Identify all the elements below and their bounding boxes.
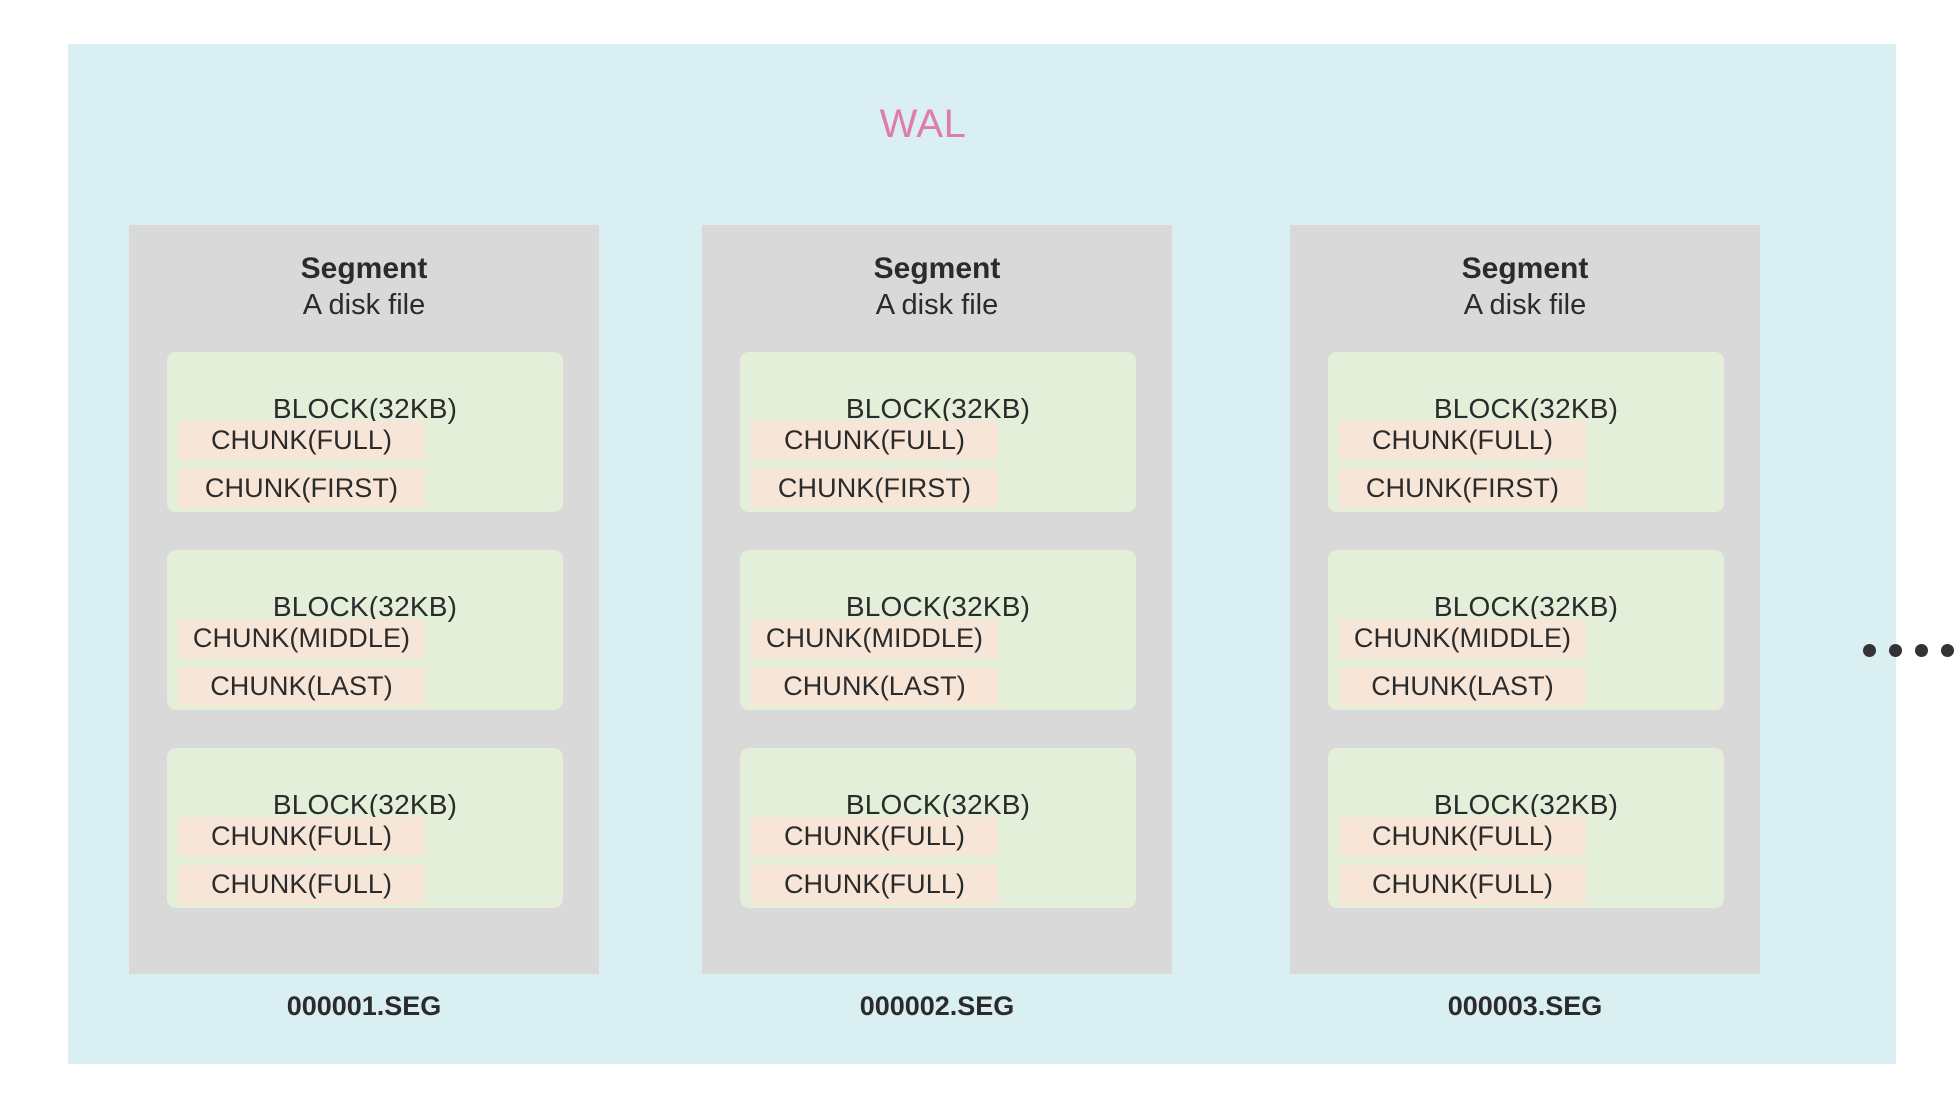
- block[interactable]: BLOCK(32KB)CHUNK(FULL) CHUNK(FIRST): [167, 352, 563, 512]
- ellipsis-dot: [1915, 644, 1928, 657]
- segment-header: Segment A disk file: [1290, 251, 1760, 323]
- chunk[interactable]: CHUNK(FULL): [1339, 421, 1586, 460]
- block-label: BLOCK(32KB): [1433, 789, 1619, 820]
- chunk[interactable]: CHUNK(FULL): [751, 421, 998, 460]
- chunk[interactable]: CHUNK(FULL): [751, 865, 998, 904]
- chunk[interactable]: CHUNK(MIDDLE): [1339, 619, 1586, 658]
- segment-subtitle: A disk file: [1463, 289, 1587, 322]
- chunk[interactable]: CHUNK(FULL): [178, 421, 425, 460]
- chunk[interactable]: CHUNK(MIDDLE): [178, 619, 425, 658]
- block-list: BLOCK(32KB)CHUNK(FULL)CHUNK(FIRST)BLOCK(…: [167, 352, 563, 908]
- chunk[interactable]: CHUNK(FIRST): [751, 469, 998, 508]
- segment-title: Segment: [873, 252, 1001, 285]
- chunk[interactable]: CHUNK(FULL): [1339, 865, 1586, 904]
- segment-header: Segment A disk file: [702, 251, 1172, 323]
- ellipsis-dot: [1941, 644, 1954, 657]
- block[interactable]: BLOCK(32KB)CHUNK(MIDDLE) CHUNK(LAST): [1328, 550, 1724, 710]
- ellipsis-dot: [1863, 644, 1876, 657]
- chunk[interactable]: CHUNK(MIDDLE): [751, 619, 998, 658]
- block[interactable]: BLOCK(32KB)CHUNK(FULL)CHUNK(FULL): [1328, 748, 1724, 908]
- block[interactable]: BLOCK(32KB)CHUNK(MIDDLE) CHUNK(LAST): [167, 550, 563, 710]
- block-label: BLOCK(32KB): [272, 789, 458, 820]
- block-label: BLOCK(32KB): [272, 393, 458, 424]
- block[interactable]: BLOCK(32KB)CHUNK(FULL) CHUNK(FIRST): [1328, 352, 1724, 512]
- block-label: BLOCK(32KB): [845, 393, 1031, 424]
- block-label: BLOCK(32KB): [1433, 393, 1619, 424]
- block[interactable]: BLOCK(32KB)CHUNK(FULL) CHUNK(FIRST): [740, 352, 1136, 512]
- block[interactable]: BLOCK(32KB)CHUNK(MIDDLE) CHUNK(LAST): [740, 550, 1136, 710]
- block-list: BLOCK(32KB)CHUNK(FULL)CHUNK(FIRST)BLOCK(…: [1328, 352, 1724, 908]
- chunk[interactable]: CHUNK(FULL): [1339, 817, 1586, 856]
- block-label: BLOCK(32KB): [845, 789, 1031, 820]
- chunk[interactable]: CHUNK(LAST): [1339, 667, 1586, 706]
- wal-title: WAL: [879, 102, 967, 146]
- segment-title: Segment: [1461, 252, 1589, 285]
- block-label: BLOCK(32KB): [1433, 591, 1619, 622]
- chunk[interactable]: CHUNK(FULL): [751, 817, 998, 856]
- block-label: BLOCK(32KB): [845, 591, 1031, 622]
- segment-subtitle: A disk file: [302, 289, 426, 322]
- chunk[interactable]: CHUNK(LAST): [751, 667, 998, 706]
- block-label: BLOCK(32KB): [272, 591, 458, 622]
- segment-filename: 000003.SEG: [1447, 991, 1603, 1021]
- segment-subtitle: A disk file: [875, 289, 999, 322]
- segment-header: Segment A disk file: [129, 251, 599, 323]
- chunk[interactable]: CHUNK(FIRST): [1339, 469, 1586, 508]
- chunk[interactable]: CHUNK(LAST): [178, 667, 425, 706]
- chunk[interactable]: CHUNK(FIRST): [178, 469, 425, 508]
- segment-title: Segment: [300, 252, 428, 285]
- chunk[interactable]: CHUNK(FULL): [178, 865, 425, 904]
- segment-filename: 000002.SEG: [859, 991, 1015, 1021]
- segment-filename: 000001.SEG: [286, 991, 442, 1021]
- chunk[interactable]: CHUNK(FULL): [178, 817, 425, 856]
- more-segments-ellipsis: [1863, 644, 1960, 657]
- block[interactable]: BLOCK(32KB)CHUNK(FULL)CHUNK(FULL): [740, 748, 1136, 908]
- ellipsis-dot: [1889, 644, 1902, 657]
- block-list: BLOCK(32KB)CHUNK(FULL)CHUNK(FIRST)BLOCK(…: [740, 352, 1136, 908]
- block[interactable]: BLOCK(32KB)CHUNK(FULL)CHUNK(FULL): [167, 748, 563, 908]
